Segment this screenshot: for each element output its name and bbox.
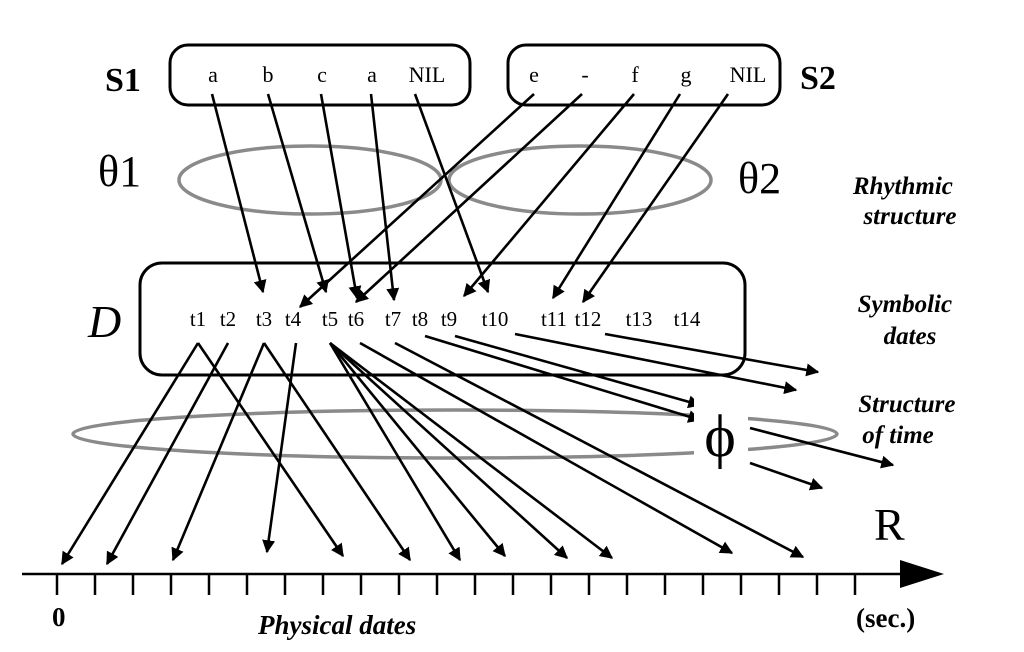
- arrow-phi-out-a: [749, 426, 895, 469]
- arrow-t5-phys-d: [329, 341, 614, 560]
- symbolic-date-labels: t1 t2 t3 t4 t5 t6 t7 t8 t9 t10 t11 t12 t…: [190, 307, 701, 331]
- arrow-t3-phys: [171, 342, 266, 562]
- arrow-t9-phi: [454, 334, 702, 409]
- date-label: t6: [348, 307, 364, 331]
- arrow-s2-e-t4: [299, 93, 535, 308]
- date-label: t1: [190, 307, 206, 331]
- s2-symbol: f: [631, 62, 639, 87]
- of-time-line: of time: [862, 422, 934, 449]
- s2-symbols: e - f g NIL: [529, 62, 766, 87]
- s1-symbol: a: [367, 62, 377, 87]
- arrow-t8-phi: [424, 334, 702, 423]
- arrow-s1-b-t5: [266, 93, 329, 294]
- rhythmic-line: Rhythmic: [852, 173, 953, 200]
- date-label: t4: [285, 307, 302, 331]
- date-label: t14: [674, 307, 701, 331]
- s1-symbol: NIL: [409, 62, 446, 87]
- arrow-t7-phys: [394, 341, 805, 559]
- s2-symbol: -: [581, 62, 588, 87]
- assignment-arrows: [210, 93, 730, 308]
- symbolic-dates-box: [138, 261, 747, 377]
- date-label: t3: [256, 307, 272, 331]
- s2-box: [506, 43, 782, 107]
- axis-zero-label: 0: [52, 602, 66, 632]
- s1-symbol: b: [263, 62, 274, 87]
- structure-line-2: Structure: [858, 391, 955, 418]
- date-label: t7: [385, 307, 401, 331]
- arrow-t5-phys-a: [328, 342, 462, 562]
- axis-unit-label: (sec.): [856, 603, 915, 633]
- date-label: t9: [441, 307, 457, 331]
- s1-box: [168, 43, 472, 107]
- r-axis-label: R: [874, 499, 905, 550]
- theta1-label: θ1: [98, 147, 141, 196]
- arrow-s1-a-t3: [210, 93, 267, 294]
- s1-symbol: c: [317, 62, 327, 87]
- arrow-s2-dash-t6: [355, 93, 583, 303]
- s2-symbol: e: [529, 62, 539, 87]
- physical-dates-caption: Physical dates: [257, 610, 416, 640]
- s1-symbols: a b c a NIL: [208, 62, 445, 87]
- arrow-t5-phys-b: [328, 342, 507, 558]
- structure-of-time-label: Structure of time: [858, 391, 962, 449]
- arrow-t1-phys-b: [196, 342, 345, 558]
- arrow-t4-phys: [262, 342, 298, 554]
- date-label: t10: [482, 307, 509, 331]
- s2-symbol: g: [681, 62, 692, 87]
- dates-line: dates: [884, 323, 937, 350]
- phi-background: [694, 388, 748, 464]
- arrow-t3-phys-b: [262, 342, 412, 562]
- date-label: t12: [575, 307, 602, 331]
- symbolic-line: Symbolic: [858, 291, 952, 318]
- rhythm-ellipse-theta2: [447, 144, 713, 216]
- date-label: t2: [220, 307, 236, 331]
- axis-ticks: [55, 574, 857, 595]
- arrow-t12-out: [604, 332, 820, 377]
- arrow-s2-g-t11: [551, 93, 682, 300]
- mapping-arrows: [60, 332, 895, 566]
- date-label: t8: [412, 307, 428, 331]
- arrow-s1-c-t6: [319, 93, 362, 300]
- d-label: D: [87, 296, 121, 347]
- structure-line: structure: [862, 203, 956, 230]
- date-label: t5: [322, 307, 338, 331]
- arrow-s1-nil-t10: [413, 93, 491, 294]
- rhythm-ellipse-theta1: [177, 144, 443, 216]
- s1-label: S1: [105, 62, 141, 99]
- symbolic-dates-label: Symbolic dates: [858, 291, 959, 350]
- arrow-t5-phys-c: [329, 342, 568, 559]
- arrow-t2-phys: [105, 342, 230, 566]
- axis-arrowhead: [900, 560, 944, 588]
- arrow-phi-out-b: [749, 461, 824, 491]
- theta2-label: θ2: [738, 154, 781, 203]
- arrow-t1-phys: [60, 342, 200, 566]
- s1-symbol: a: [208, 62, 218, 87]
- arrow-t6-phys: [359, 341, 734, 555]
- arrow-t10-out: [514, 332, 798, 395]
- phi-symbol: ϕ: [704, 403, 736, 469]
- arrow-s1-a-t7: [369, 93, 400, 302]
- date-label: t13: [626, 307, 653, 331]
- date-label: t11: [541, 307, 567, 331]
- arrow-s2-nil-t12: [581, 93, 730, 304]
- rhythmic-structure-label: Rhythmic structure: [852, 173, 959, 230]
- arrow-s2-f-t9: [463, 93, 635, 297]
- s2-symbol: NIL: [730, 62, 767, 87]
- s2-label: S2: [800, 60, 836, 97]
